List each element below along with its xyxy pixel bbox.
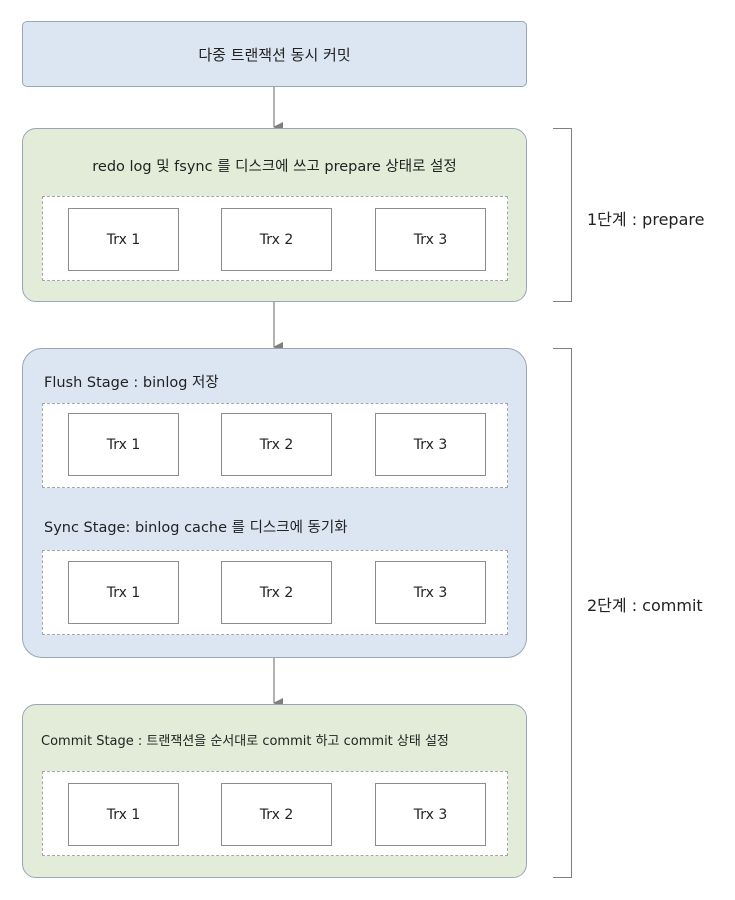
trx-box: Trx 1 <box>68 783 179 846</box>
prepare-panel: redo log 및 fsync 를 디스크에 쓰고 prepare 상태로 설… <box>22 128 527 302</box>
trx-box: Trx 1 <box>68 561 179 624</box>
phase1-bracket <box>553 128 572 302</box>
flush-stage-title: Flush Stage : binlog 저장 <box>44 375 219 391</box>
trx-box: Trx 1 <box>68 413 179 476</box>
trx-box: Trx 3 <box>375 561 486 624</box>
header-title: 다중 트랜잭션 동시 커밋 <box>198 45 351 64</box>
phase2-bracket <box>553 348 572 878</box>
prepare-panel-title: redo log 및 fsync 를 디스크에 쓰고 prepare 상태로 설… <box>92 159 457 175</box>
sync-trx-group: Trx 1 Trx 2 Trx 3 <box>42 550 508 635</box>
flush-sync-panel: Flush Stage : binlog 저장 Trx 1 Trx 2 Trx … <box>22 348 527 658</box>
phase1-label: 1단계 : prepare <box>587 210 705 229</box>
trx-box: Trx 3 <box>375 208 486 271</box>
phase2-label: 2단계 : commit <box>587 596 703 615</box>
trx-box: Trx 2 <box>221 561 332 624</box>
trx-box: Trx 2 <box>221 783 332 846</box>
flush-trx-group: Trx 1 Trx 2 Trx 3 <box>42 403 508 488</box>
sync-stage-title: Sync Stage: binlog cache 를 디스크에 동기화 <box>44 520 348 536</box>
trx-box: Trx 2 <box>221 208 332 271</box>
header-box: 다중 트랜잭션 동시 커밋 <box>22 21 527 87</box>
prepare-trx-group: Trx 1 Trx 2 Trx 3 <box>42 196 508 281</box>
trx-box: Trx 3 <box>375 413 486 476</box>
trx-box: Trx 2 <box>221 413 332 476</box>
trx-box: Trx 3 <box>375 783 486 846</box>
commit-trx-group: Trx 1 Trx 2 Trx 3 <box>42 771 508 856</box>
commit-stage-panel: Commit Stage : 트랜잭션을 순서대로 commit 하고 comm… <box>22 704 527 878</box>
commit-stage-title: Commit Stage : 트랜잭션을 순서대로 commit 하고 comm… <box>41 734 449 749</box>
trx-box: Trx 1 <box>68 208 179 271</box>
